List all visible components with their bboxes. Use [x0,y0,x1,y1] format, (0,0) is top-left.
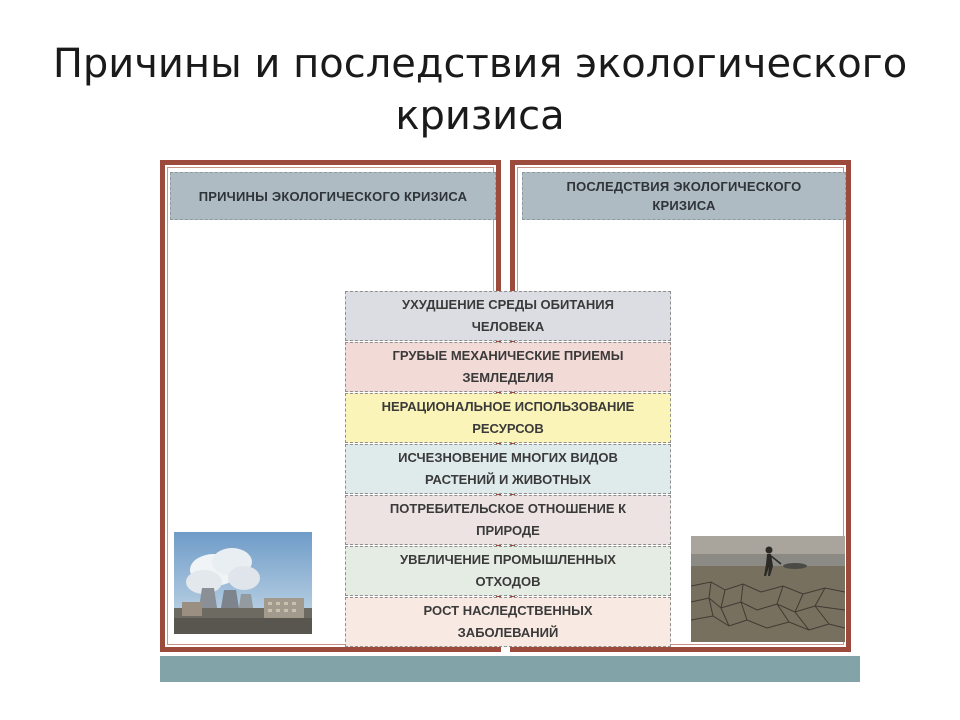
consequences-header-label: ПОСЛЕДСТВИЯ ЭКОЛОГИЧЕСКОГО КРИЗИСА [567,177,802,215]
causes-header-label: ПРИЧИНЫ ЭКОЛОГИЧЕСКОГО КРИЗИСА [198,188,468,204]
factor-item-line2: РАСТЕНИЙ И ЖИВОТНЫХ [425,472,591,487]
factor-item: УВЕЛИЧЕНИЕ ПРОМЫШЛЕННЫХ ОТХОДОВ [345,546,671,596]
factor-item: ИСЧЕЗНОВЕНИЕ МНОГИХ ВИДОВ РАСТЕНИЙ И ЖИВО… [345,444,671,494]
slide-title-line2: кризиса [395,93,565,139]
power-plant-photo [174,532,312,634]
factor-item: ГРУБЫЕ МЕХАНИЧЕСКИЕ ПРИЕМЫ ЗЕМЛЕДЕЛИЯ [345,342,671,392]
factor-item-line1: РОСТ НАСЛЕДСТВЕННЫХ [423,603,593,618]
factor-item: ПОТРЕБИТЕЛЬСКОЕ ОТНОШЕНИЕ К ПРИРОДЕ [345,495,671,545]
factor-item-line1: ИСЧЕЗНОВЕНИЕ МНОГИХ ВИДОВ [398,450,618,465]
factor-item-line2: ПРИРОДЕ [476,523,540,538]
consequences-header: ПОСЛЕДСТВИЯ ЭКОЛОГИЧЕСКОГО КРИЗИСА [522,172,846,220]
factor-item-label: ПОТРЕБИТЕЛЬСКОЕ ОТНОШЕНИЕ К ПРИРОДЕ [390,498,626,542]
consequences-header-line1: ПОСЛЕДСТВИЯ ЭКОЛОГИЧЕСКОГО [566,179,802,194]
factor-item-label: РОСТ НАСЛЕДСТВЕННЫХ ЗАБОЛЕВАНИЙ [423,600,592,644]
factor-item-label: ИСЧЕЗНОВЕНИЕ МНОГИХ ВИДОВ РАСТЕНИЙ И ЖИВО… [398,447,618,491]
factor-item-line1: ПОТРЕБИТЕЛЬСКОЕ ОТНОШЕНИЕ К [389,501,627,516]
factor-item-line2: ЗЕМЛЕДЕЛИЯ [462,370,554,385]
factor-item-label: УХУДШЕНИЕ СРЕДЫ ОБИТАНИЯ ЧЕЛОВЕКА [402,294,614,338]
factor-item-label: УВЕЛИЧЕНИЕ ПРОМЫШЛЕННЫХ ОТХОДОВ [400,549,616,593]
factors-list: УХУДШЕНИЕ СРЕДЫ ОБИТАНИЯ ЧЕЛОВЕКА ГРУБЫЕ М… [345,291,671,648]
factor-item-line1: НЕРАЦИОНАЛЬНОЕ ИСПОЛЬЗОВАНИЕ [381,399,635,414]
factor-item-label: ГРУБЫЕ МЕХАНИЧЕСКИЕ ПРИЕМЫ ЗЕМЛЕДЕЛИЯ [393,345,624,389]
bottom-strip [160,656,860,682]
factor-item-label: НЕРАЦИОНАЛЬНОЕ ИСПОЛЬЗОВАНИЕ РЕСУРСОВ [382,396,635,440]
factor-item-line2: ЧЕЛОВЕКА [471,319,545,334]
drought-photo [691,536,845,642]
factor-item: УХУДШЕНИЕ СРЕДЫ ОБИТАНИЯ ЧЕЛОВЕКА [345,291,671,341]
factor-item-line2: РЕСУРСОВ [472,421,544,436]
slide-title-line1: Причины и последствия экологического [52,41,908,87]
factor-item-line2: ЗАБОЛЕВАНИЙ [457,625,559,640]
slide-title: Причины и последствия экологического кри… [40,38,920,142]
factor-item-line1: УВЕЛИЧЕНИЕ ПРОМЫШЛЕННЫХ [400,552,616,567]
factor-item-line1: ГРУБЫЕ МЕХАНИЧЕСКИЕ ПРИЕМЫ [392,348,624,363]
consequences-header-line2: КРИЗИСА [652,198,716,213]
factor-item-line2: ОТХОДОВ [475,574,541,589]
factor-item: РОСТ НАСЛЕДСТВЕННЫХ ЗАБОЛЕВАНИЙ [345,597,671,647]
factor-item: НЕРАЦИОНАЛЬНОЕ ИСПОЛЬЗОВАНИЕ РЕСУРСОВ [345,393,671,443]
factor-item-line1: УХУДШЕНИЕ СРЕДЫ ОБИТАНИЯ [402,297,614,312]
causes-header: ПРИЧИНЫ ЭКОЛОГИЧЕСКОГО КРИЗИСА [170,172,496,220]
